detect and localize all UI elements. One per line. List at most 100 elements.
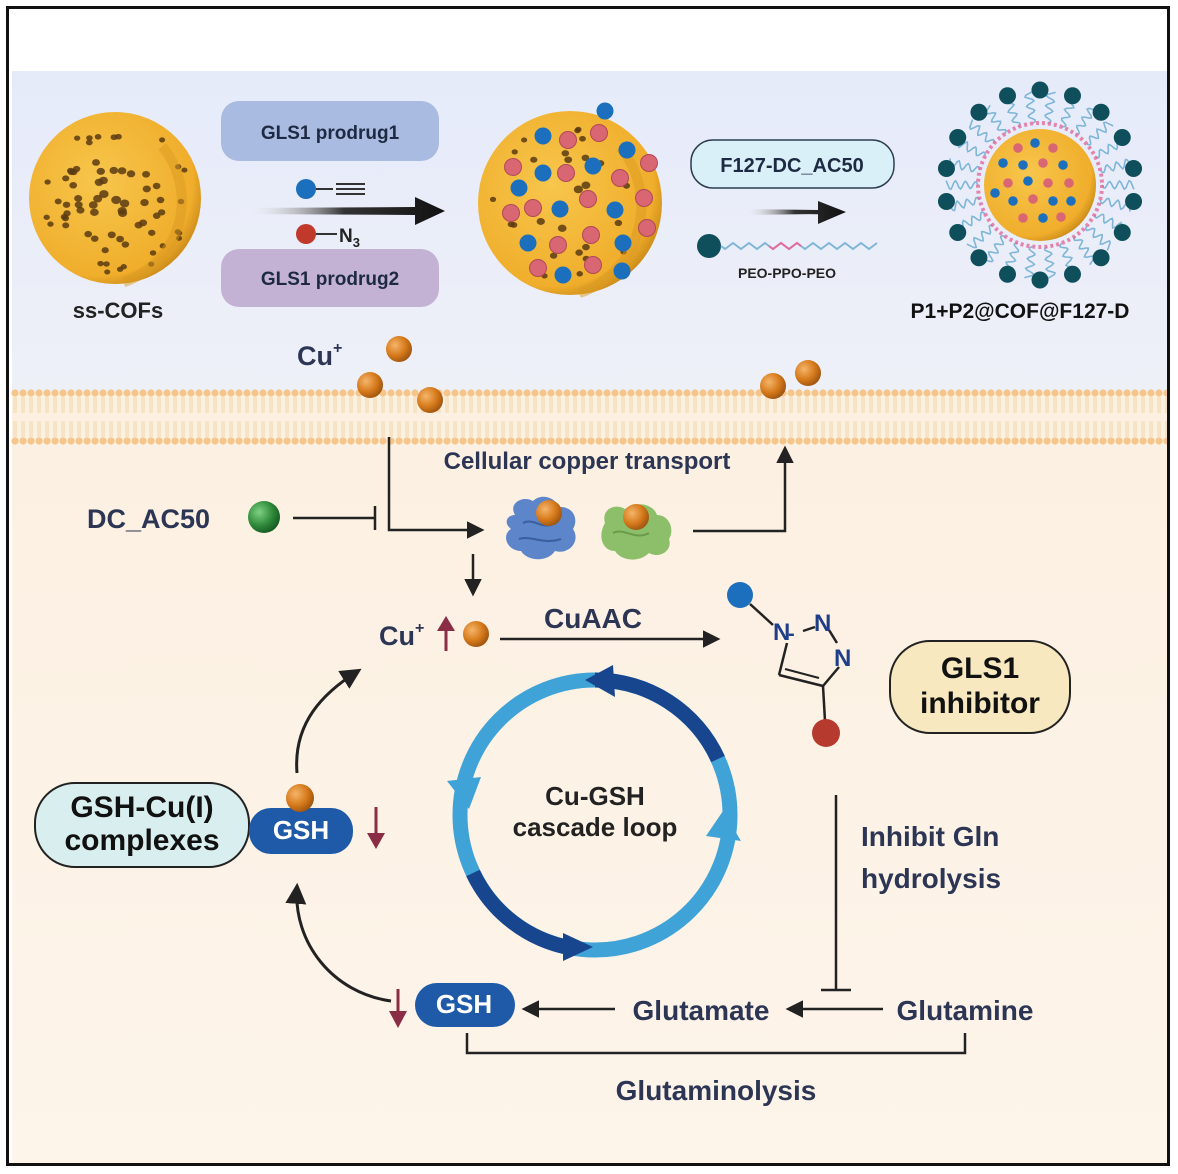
lipid-head	[1043, 437, 1051, 445]
lipid-head	[467, 437, 475, 445]
blue-drug-dot	[998, 158, 1008, 168]
lipid-head	[675, 437, 683, 445]
lipid-head	[283, 437, 291, 445]
cof-pore	[575, 249, 583, 256]
lipid-head	[91, 437, 99, 445]
cof-pore	[142, 170, 151, 178]
lipid-head	[411, 389, 419, 397]
lipid-head	[923, 437, 931, 445]
lipid-head	[787, 389, 795, 397]
lipid-head	[1107, 389, 1115, 397]
lipid-head	[907, 437, 915, 445]
lipid-head	[723, 437, 731, 445]
lipid-head	[427, 437, 435, 445]
peo-head	[1063, 87, 1081, 105]
lipid-head	[547, 437, 555, 445]
copper-chaperone-green	[601, 504, 672, 560]
red-drug-dot	[640, 154, 658, 172]
lipid-head	[747, 437, 755, 445]
transport-label: Cellular copper transport	[444, 448, 731, 475]
lipid-head	[107, 389, 115, 397]
lipid-head	[411, 437, 419, 445]
cof-pore	[148, 229, 156, 236]
blue-drug-dot	[534, 127, 552, 145]
lipid-head	[67, 437, 75, 445]
red-drug-dot	[559, 131, 577, 149]
lipid-head	[787, 437, 795, 445]
lipid-head	[995, 437, 1003, 445]
lipid-head	[547, 389, 555, 397]
lipid-head	[211, 437, 219, 445]
cof-pore	[121, 241, 130, 248]
lipid-head	[451, 389, 459, 397]
red-drug-dot	[549, 236, 567, 254]
lipid-head	[51, 437, 59, 445]
red-drug-dot	[584, 256, 602, 274]
lipid-head	[843, 389, 851, 397]
lipid-head	[1107, 437, 1115, 445]
lipid-head	[643, 389, 651, 397]
lipid-head	[795, 389, 803, 397]
lipid-head	[811, 389, 819, 397]
lipid-head	[219, 389, 227, 397]
cof-pore	[109, 166, 119, 175]
lipid-head	[875, 389, 883, 397]
red-drug-dot	[1003, 178, 1013, 188]
prodrug1-label: GLS1 prodrug1	[261, 123, 400, 144]
lipid-head	[555, 389, 563, 397]
polymer-strand	[1023, 90, 1036, 125]
lipid-head	[1051, 389, 1059, 397]
lipid-head	[43, 437, 51, 445]
peo-head	[999, 265, 1017, 283]
peo-head	[937, 160, 955, 178]
lipid-head	[171, 389, 179, 397]
copper-ion	[286, 784, 314, 812]
lipid-head	[419, 437, 427, 445]
lipid-head	[867, 389, 875, 397]
product-label: P1+P2@COF@F127-D	[911, 300, 1130, 323]
lipid-head	[827, 389, 835, 397]
cof-pore	[103, 261, 110, 267]
lipid-head	[27, 389, 35, 397]
cof-pore	[74, 194, 83, 202]
lipid-head	[851, 389, 859, 397]
cof-pore	[74, 201, 83, 209]
red-drug-dot	[1064, 178, 1074, 188]
lipid-head	[1147, 389, 1155, 397]
red-drug-dot	[502, 204, 520, 222]
cof-pore	[93, 194, 103, 203]
lipid-head	[203, 437, 211, 445]
lipid-head	[459, 437, 467, 445]
lipid-head	[219, 437, 227, 445]
lipid-head	[67, 389, 75, 397]
lipid-head	[715, 437, 723, 445]
figure-frame: ss-COFs GLS1 prodrug1 GLS1 prodrug2 N3 F…	[6, 6, 1170, 1166]
lipid-head	[771, 437, 779, 445]
cof-pore	[549, 252, 558, 259]
lipid-head	[1131, 437, 1139, 445]
cof-pore	[120, 264, 127, 270]
polymer-strand	[1101, 179, 1135, 191]
lipid-head	[491, 437, 499, 445]
red-drug-dot	[1056, 212, 1066, 222]
lipid-head	[259, 437, 267, 445]
lipid-head	[1139, 389, 1147, 397]
lipid-head	[979, 437, 987, 445]
lipid-head	[403, 437, 411, 445]
lipid-head	[723, 389, 731, 397]
lipid-head	[35, 389, 43, 397]
red-drug-dot	[1048, 143, 1058, 153]
lipid-head	[11, 437, 19, 445]
lipid-head	[555, 437, 563, 445]
lipid-head	[811, 437, 819, 445]
lipid-head	[1083, 437, 1091, 445]
gsh-top-label: GSH	[273, 815, 329, 845]
red-drug-dot	[504, 158, 522, 176]
complex-line1: GSH-Cu(I)	[70, 791, 213, 824]
lipid-head	[155, 389, 163, 397]
lipid-head	[123, 437, 131, 445]
lipid-head	[75, 389, 83, 397]
lipid-head	[339, 389, 347, 397]
lipid-head	[347, 389, 355, 397]
lipid-head	[907, 389, 915, 397]
